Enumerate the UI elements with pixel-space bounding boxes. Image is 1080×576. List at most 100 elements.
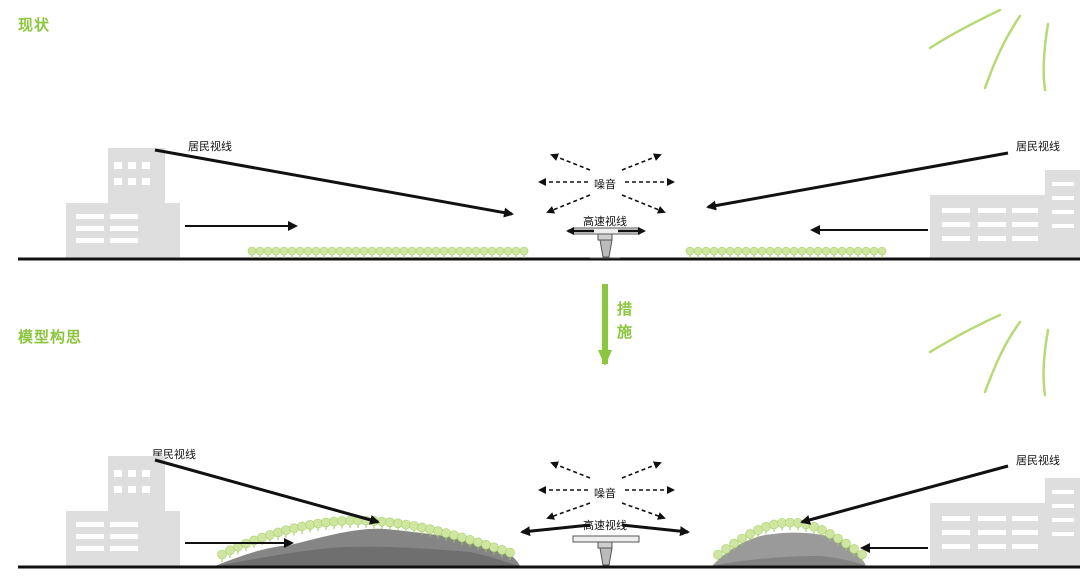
tree-canopy <box>841 538 851 549</box>
tree-canopy <box>797 246 807 256</box>
tree-canopy <box>431 246 441 256</box>
tree-canopy <box>829 246 839 256</box>
tree-canopy <box>773 246 783 256</box>
tree-canopy <box>217 549 227 560</box>
tree-canopy <box>375 246 385 256</box>
tree-canopy <box>311 246 321 256</box>
tree-canopy <box>295 246 305 256</box>
tree-canopy <box>745 529 755 539</box>
tree-canopy <box>225 545 235 556</box>
right-buildings-top <box>930 170 1080 258</box>
tree-canopy <box>737 533 747 544</box>
tree-canopy <box>399 246 409 256</box>
tree-canopy <box>423 246 433 256</box>
tree-canopy <box>457 532 467 543</box>
resident-view-arrow-top-right <box>706 151 1009 211</box>
tree-canopy <box>693 246 703 256</box>
tree-canopy <box>709 246 719 256</box>
tree-canopy <box>729 538 739 549</box>
tree-canopy <box>813 246 823 256</box>
tree-canopy <box>319 246 329 256</box>
tree-canopy <box>777 518 787 528</box>
tree-canopy <box>463 246 473 256</box>
tree-canopy <box>505 547 515 558</box>
tree-row-top-right <box>685 246 887 258</box>
tree-canopy <box>817 525 827 535</box>
tree-canopy <box>273 527 283 538</box>
tree-canopy <box>489 542 499 553</box>
tree-canopy <box>825 529 835 539</box>
tree-canopy <box>383 246 393 256</box>
tree-canopy <box>497 545 507 555</box>
tree-canopy <box>511 246 521 256</box>
tree-canopy <box>481 539 491 550</box>
measures-char-2: 施 <box>617 323 633 341</box>
tree-canopy <box>465 535 475 545</box>
resident-view-arrow-bottom-left <box>154 458 380 525</box>
resident-view-label-top-left: 居民视线 <box>188 140 232 153</box>
tree-canopy <box>393 518 403 529</box>
noise-label-top: 噪音 <box>594 178 616 191</box>
resident-view-label-bottom-right: 居民视线 <box>1016 454 1060 467</box>
tree-canopy <box>765 246 775 256</box>
highway-view-label-bottom: 高速视线 <box>583 519 627 532</box>
tree-canopy <box>335 246 345 256</box>
tree-canopy <box>377 516 387 527</box>
highway-structure-top <box>572 227 640 259</box>
tree-canopy <box>869 246 879 256</box>
tree-canopy <box>385 517 395 528</box>
tree-canopy <box>287 246 297 256</box>
tree-canopy <box>857 549 867 560</box>
tree-canopy <box>409 521 419 531</box>
tree-canopy <box>701 246 711 256</box>
tree-canopy <box>833 533 843 544</box>
tree-canopy <box>455 246 465 256</box>
current-state-title: 现状 <box>18 16 51 34</box>
tree-canopy <box>345 515 355 526</box>
tree-canopy <box>725 246 735 256</box>
tree-canopy <box>479 246 489 256</box>
tree-canopy <box>247 246 257 256</box>
tree-canopy <box>321 517 331 528</box>
noise-arrows-top <box>538 153 675 214</box>
tree-canopy <box>329 516 339 527</box>
tree-canopy <box>781 246 791 256</box>
tree-canopy <box>313 518 323 529</box>
left-buildings-top <box>66 148 180 258</box>
tree-canopy <box>849 544 859 554</box>
right-buildings-bottom <box>930 478 1080 566</box>
tree-canopy <box>861 246 871 256</box>
tree-canopy <box>337 516 347 526</box>
tree-canopy <box>263 246 273 256</box>
concept-title: 模型构思 <box>18 328 83 346</box>
tree-canopy <box>495 246 505 256</box>
tree-canopy <box>809 521 819 532</box>
tree-row-top-left <box>247 246 529 258</box>
tree-canopy <box>449 530 459 541</box>
tree-canopy <box>257 532 267 543</box>
sketch-strokes-bottom <box>928 313 1050 397</box>
tree-canopy <box>439 246 449 256</box>
tree-canopy <box>837 246 847 256</box>
tree-canopy <box>303 246 313 256</box>
berm-mound-right <box>712 532 866 566</box>
tree-canopy <box>685 246 695 256</box>
noise-arrows-bottom <box>538 461 675 520</box>
tree-canopy <box>789 246 799 256</box>
tree-canopy <box>343 246 353 256</box>
highway-structure-bottom <box>572 535 640 566</box>
tree-canopy <box>367 246 377 256</box>
tree-canopy <box>473 537 483 548</box>
tree-canopy <box>487 246 497 256</box>
tree-canopy <box>805 246 815 256</box>
tree-canopy <box>289 523 299 533</box>
tree-canopy <box>721 544 731 554</box>
highway-view-arrows-bottom <box>520 523 690 537</box>
tree-canopy <box>749 246 759 256</box>
tree-canopy <box>401 519 411 530</box>
resident-view-arrow-top-left <box>154 148 514 218</box>
tree-canopy <box>441 528 451 538</box>
tree-canopy <box>305 520 315 530</box>
